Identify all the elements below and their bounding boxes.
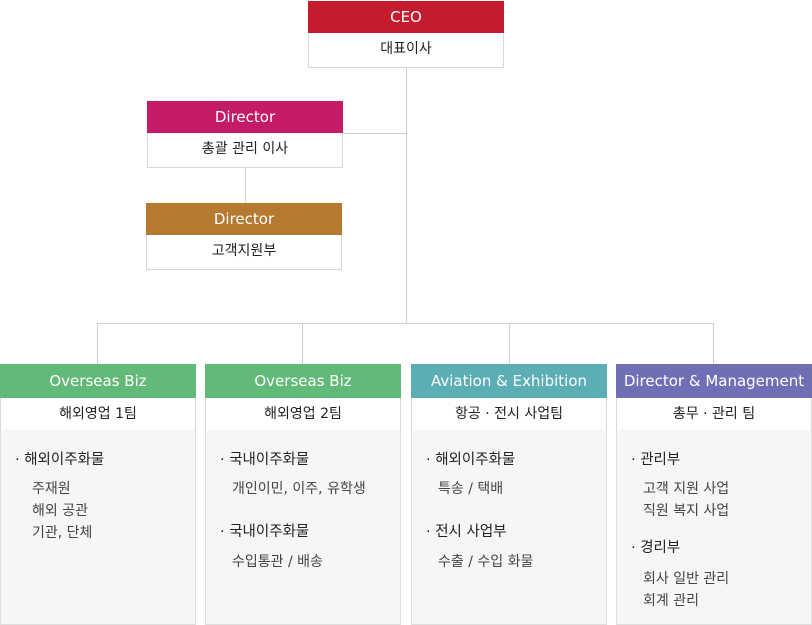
connector-director-down [245, 167, 246, 203]
section-item: 직원 복지 사업 [643, 503, 730, 519]
team-details: · 해외이주화물 주재원 해외 공관 기관, 단체 [0, 430, 196, 625]
connector-col3 [509, 323, 510, 364]
team-title: Overseas Biz [205, 364, 401, 398]
section-item: 회사 일반 관리 [643, 571, 730, 587]
team-overseas-1: Overseas Biz 해외영업 1팀 · 해외이주화물 주재원 해외 공관 … [0, 364, 196, 625]
section-item: 주재원 [32, 481, 71, 497]
director-support-title: Director [146, 203, 342, 235]
team-title: Overseas Biz [0, 364, 196, 398]
team-details: · 관리부 고객 지원 사업 직원 복지 사업 · 경리부 회사 일반 관리 회… [616, 430, 812, 625]
connector-ceo-down [406, 66, 407, 324]
team-name: 항공 · 전시 사업팀 [411, 398, 607, 431]
section-item: 해외 공관 [32, 503, 88, 519]
ceo-name: 대표이사 [308, 33, 504, 68]
section-label: · 해외이주화물 [426, 452, 516, 468]
team-title: Aviation & Exhibition [411, 364, 607, 398]
team-title: Director & Management [616, 364, 812, 398]
section-item: 특송 / 택배 [438, 481, 504, 497]
connector-col1 [97, 323, 98, 364]
team-management: Director & Management 총무 · 관리 팀 · 관리부 고객… [616, 364, 812, 625]
section-item: 고객 지원 사업 [643, 481, 730, 497]
director-general-name: 총괄 관리 이사 [147, 133, 343, 168]
team-aviation-exhibition: Aviation & Exhibition 항공 · 전시 사업팀 · 해외이주… [411, 364, 607, 625]
section-label: · 관리부 [631, 452, 681, 468]
team-overseas-2: Overseas Biz 해외영업 2팀 · 국내이주화물 개인이민, 이주, … [205, 364, 401, 625]
connector-col4 [713, 323, 714, 364]
section-item: 기관, 단체 [32, 525, 93, 541]
team-name: 해외영업 1팀 [0, 398, 196, 431]
director-support-name: 고객지원부 [146, 235, 342, 270]
section-item: 개인이민, 이주, 유학생 [232, 481, 366, 497]
section-item: 수출 / 수입 화물 [438, 554, 534, 570]
director-support-node: Director 고객지원부 [146, 203, 342, 270]
connector-director-branch [343, 133, 406, 134]
section-label: · 경리부 [631, 540, 681, 556]
director-general-node: Director 총괄 관리 이사 [147, 101, 343, 168]
connector-horizontal [97, 323, 714, 324]
director-general-title: Director [147, 101, 343, 133]
section-item: 회계 관리 [643, 593, 699, 609]
team-name: 해외영업 2팀 [205, 398, 401, 431]
team-details: · 국내이주화물 개인이민, 이주, 유학생 · 국내이주화물 수입통관 / 배… [205, 430, 401, 625]
section-label: · 국내이주화물 [220, 452, 310, 468]
ceo-node: CEO 대표이사 [308, 1, 504, 68]
ceo-title: CEO [308, 1, 504, 33]
section-item: 수입통관 / 배송 [232, 554, 323, 570]
team-name: 총무 · 관리 팀 [616, 398, 812, 431]
section-label: · 전시 사업부 [426, 524, 507, 540]
team-details: · 해외이주화물 특송 / 택배 · 전시 사업부 수출 / 수입 화물 [411, 430, 607, 625]
section-label: · 해외이주화물 [15, 452, 105, 468]
section-label: · 국내이주화물 [220, 524, 310, 540]
connector-col2 [302, 323, 303, 364]
